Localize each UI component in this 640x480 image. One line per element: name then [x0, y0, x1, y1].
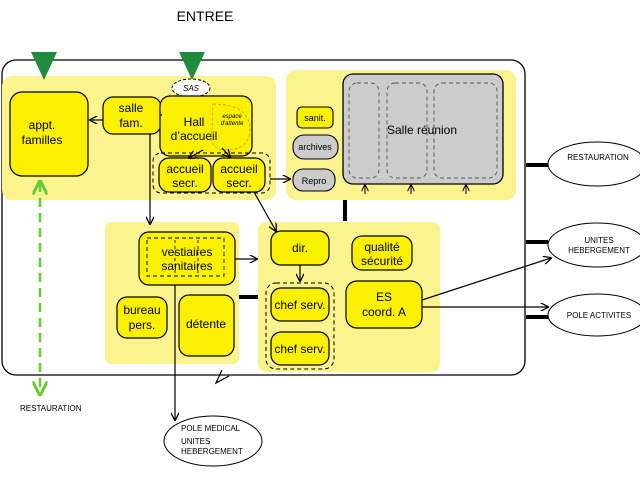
salle-reunion-section-1: [348, 82, 380, 179]
link-hall-accueil-2: [221, 147, 230, 157]
repro-room[interactable]: Repro: [292, 168, 336, 192]
dir-room[interactable]: dir.: [270, 230, 330, 266]
restauration-ellipse[interactable]: RESTAURATION: [547, 141, 640, 187]
entry-arrow-icon: [31, 52, 57, 80]
detente-room[interactable]: détente: [178, 294, 235, 357]
pole-activites-ellipse[interactable]: POLE ACTIVITES: [547, 293, 640, 337]
svg-text:chef serv.: chef serv.: [274, 298, 325, 312]
link-accueil-dir: [253, 191, 276, 231]
svg-text:dir.: dir.: [292, 241, 308, 255]
chef-serv-room-2[interactable]: chef serv.: [270, 331, 330, 366]
sanit-room[interactable]: sanit.: [296, 106, 334, 129]
svg-text:SAS: SAS: [183, 84, 200, 93]
accueil-group-outline: [152, 152, 271, 194]
salle-reunion-section-2: [386, 82, 428, 179]
link-es-coord-unites: [421, 258, 551, 301]
salle-reunion-section-3: [433, 82, 498, 179]
diagram-title: ENTREE: [177, 8, 234, 24]
entry-arrow-icon: [179, 52, 205, 80]
chef-serv-room-1[interactable]: chef serv.: [270, 287, 330, 322]
svg-text:Repro: Repro: [302, 176, 327, 186]
chef-serv-group-outline: [265, 282, 335, 370]
building-outline: [1, 59, 526, 376]
archives-room[interactable]: archives: [292, 134, 339, 160]
salle-reunion-room[interactable]: Salle réunion: [342, 73, 504, 185]
appt-familles-room[interactable]: appt.familles: [9, 91, 89, 177]
svg-text:Salle réunion: Salle réunion: [387, 123, 457, 137]
vestiaires-inner-outline: [146, 237, 225, 277]
svg-text:détente: détente: [186, 317, 226, 331]
svg-text:chef serv.: chef serv.: [274, 342, 325, 356]
svg-text:RESTAURATION: RESTAURATION: [567, 153, 629, 162]
svg-text:sanit.: sanit.: [304, 113, 326, 123]
link-hall-accueil-1: [189, 149, 204, 158]
svg-text:appt.familles: appt.familles: [22, 118, 63, 147]
svg-text:archives: archives: [298, 142, 332, 152]
restauration-left-label: RESTAURATION: [20, 404, 82, 413]
svg-text:POLE ACTIVITES: POLE ACTIVITES: [567, 311, 631, 320]
sas-bubble: SAS: [171, 78, 211, 98]
detente-exit-icon: [214, 369, 230, 385]
